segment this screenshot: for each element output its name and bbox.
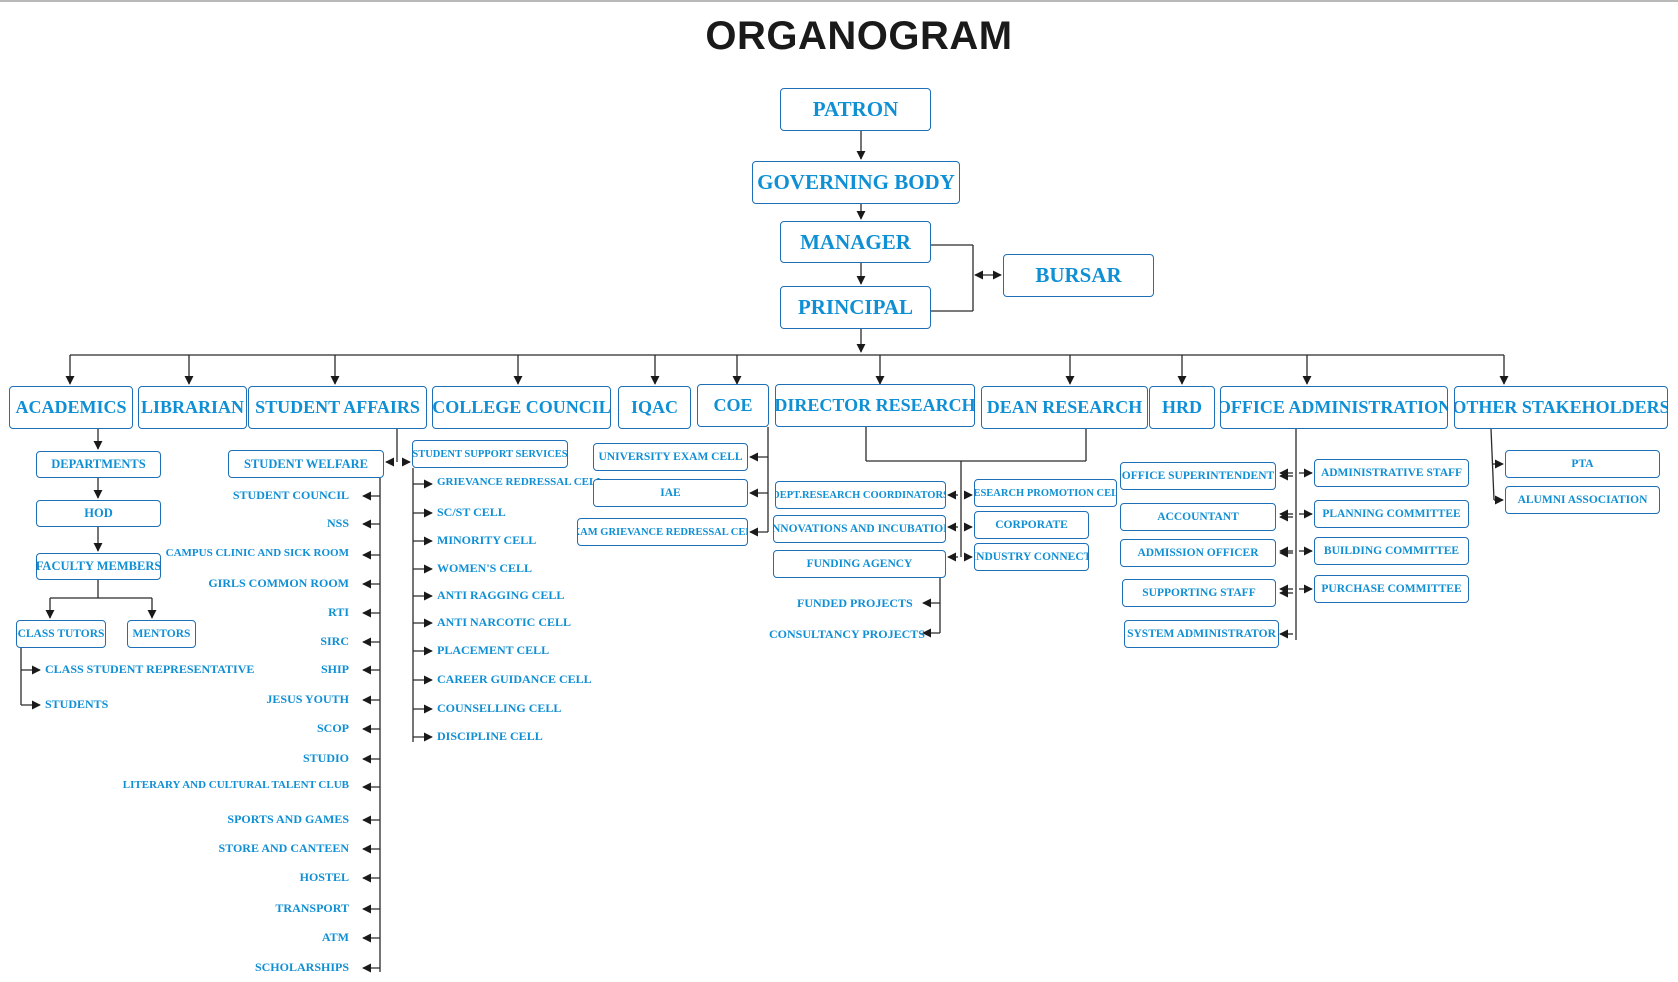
coe-box: COE [697, 384, 769, 427]
class-student-representative-label: CLASS STUDENT REPRESENTATIVE [45, 662, 255, 676]
funded-projects-label: FUNDED PROJECTS [797, 596, 913, 610]
student-support-item: GRIEVANCE REDRESSAL CELL [437, 476, 604, 488]
dean-research-box: DEAN RESEARCH [981, 386, 1148, 429]
iqac-box: IQAC [618, 386, 691, 429]
purchase-committee-box: PURCHASE COMMITTEE [1314, 575, 1469, 603]
governing-body-box: GOVERNING BODY [752, 161, 960, 204]
building-committee-box: BUILDING COMMITTEE [1314, 537, 1469, 565]
student-support-item: CAREER GUIDANCE CELL [437, 672, 592, 686]
student-support-item: DISCIPLINE CELL [437, 729, 543, 743]
principal-box: PRINCIPAL [780, 286, 931, 329]
student-welfare-item: STUDIO [302, 751, 349, 765]
academics-box: ACADEMICS [9, 386, 133, 429]
student-welfare-item: STORE AND CANTEEN [218, 841, 349, 855]
student-affairs-box: STUDENT AFFAIRS [248, 386, 427, 429]
student-support-item: MINORITY CELL [437, 533, 537, 547]
student-support-item: ANTI NARCOTIC CELL [437, 615, 572, 629]
student-welfare-item: SHIP [320, 662, 349, 676]
corporate-box: CORPORATE [974, 511, 1089, 539]
iae-box: IAE [593, 479, 748, 507]
other-stakeholders-box: OTHER STAKEHOLDERS [1454, 386, 1668, 429]
manager-box: MANAGER [780, 221, 931, 263]
student-welfare-item: JESUS YOUTH [266, 692, 349, 706]
funding-agency-box: FUNDING AGENCY [773, 550, 946, 578]
student-welfare-item: HOSTEL [299, 870, 349, 884]
chart-title: ORGANOGRAM [705, 14, 1013, 58]
consultancy-projects-label: CONSULTANCY PROJECTS [769, 627, 925, 641]
student-welfare-item: RTI [328, 605, 349, 619]
top-border [0, 0, 1678, 2]
student-support-item: WOMEN'S CELL [437, 561, 533, 575]
dept-research-coordinators-box: DEPT.RESEARCH COORDINATORS [775, 481, 946, 509]
bursar-box: BURSAR [1003, 254, 1154, 297]
mentors-box: MENTORS [127, 620, 196, 648]
accountant-box: ACCOUNTANT [1120, 503, 1276, 531]
student-welfare-item: SIRC [320, 634, 349, 648]
university-exam-cell-box: UNIVERSITY EXAM CELL [593, 443, 748, 471]
student-support-item: PLACEMENT CELL [437, 643, 550, 657]
student-welfare-item: ATM [321, 930, 349, 944]
student-welfare-item: LITERARY AND CULTURAL TALENT CLUB [122, 779, 349, 791]
hrd-box: HRD [1149, 386, 1215, 429]
student-welfare-box: STUDENT WELFARE [228, 450, 384, 478]
industry-connect-box: INDUSTRY CONNECT [974, 543, 1089, 571]
student-welfare-item: NSS [326, 516, 349, 530]
student-support-services-box: STUDENT SUPPORT SERVICES [412, 440, 568, 468]
hod-box: HOD [36, 500, 161, 527]
office-superintendent-box: OFFICE SUPERINTENDENT [1120, 462, 1276, 490]
director-research-box: DIRECTOR RESEARCH [775, 384, 975, 427]
student-welfare-item: SPORTS AND GAMES [227, 812, 349, 826]
innovations-and-incubation-box: INNOVATIONS AND INCUBATION [773, 515, 946, 543]
departments-box: DEPARTMENTS [36, 451, 161, 478]
student-support-item: COUNSELLING CELL [437, 701, 562, 715]
planning-committee-box: PLANNING COMMITTEE [1314, 500, 1469, 528]
alumni-association-box: ALUMNI ASSOCIATION [1505, 486, 1660, 514]
student-welfare-item: GIRLS COMMON ROOM [208, 576, 349, 590]
student-welfare-item: CAMPUS CLINIC AND SICK ROOM [165, 547, 349, 559]
class-tutors-box: CLASS TUTORS [16, 620, 106, 648]
pta-box: PTA [1505, 450, 1660, 478]
administrative-staff-box: ADMINISTRATIVE STAFF [1314, 459, 1469, 487]
supporting-staff-box: SUPPORTING STAFF [1122, 579, 1276, 607]
librarian-box: LIBRARIAN [138, 386, 247, 429]
admission-officer-box: ADMISSION OFFICER [1120, 539, 1276, 567]
office-administration-box: OFFICE ADMINISTRATION [1220, 386, 1448, 429]
exam-grievance-redressal-cell-box: EXAM GRIEVANCE REDRESSAL CELL [577, 518, 748, 546]
research-promotion-cell-box: RESEARCH PROMOTION CELL [974, 479, 1117, 507]
student-support-item: ANTI RAGGING CELL [437, 588, 565, 602]
student-welfare-item: SCOP [316, 721, 349, 735]
college-council-box: COLLEGE COUNCIL [432, 386, 611, 429]
faculty-members-box: FACULTY MEMBERS [36, 553, 161, 580]
student-welfare-item: STUDENT COUNCIL [232, 488, 349, 502]
system-administrator-box: SYSTEM ADMINISTRATOR [1124, 620, 1279, 648]
patron-box: PATRON [780, 88, 931, 131]
students-label: STUDENTS [45, 697, 109, 711]
student-welfare-item: SCHOLARSHIPS [254, 960, 349, 974]
student-support-item: SC/ST CELL [437, 505, 506, 519]
student-welfare-item: TRANSPORT [275, 901, 349, 915]
